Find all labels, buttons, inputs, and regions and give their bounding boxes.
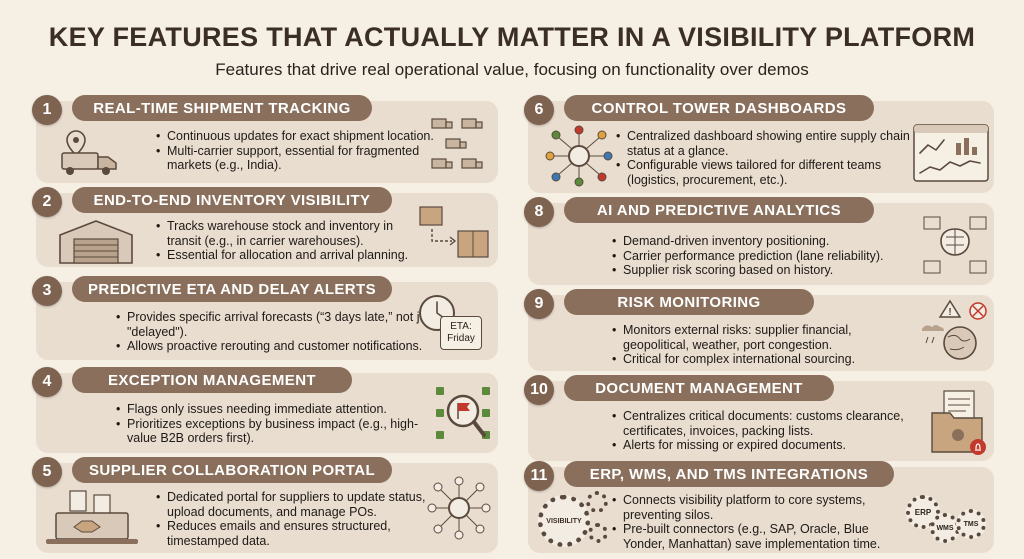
flag-magnifier-icon	[436, 387, 490, 439]
wms-gear: WMS	[930, 513, 960, 543]
feature-number: 6	[524, 95, 554, 125]
feature-number: 2	[32, 187, 62, 217]
tms-label: TMS	[963, 520, 979, 528]
eta-badge: ETA: Friday	[440, 316, 482, 350]
feature-bullets: Monitors external risks: supplier financ…	[612, 323, 912, 367]
feature-bullets: Tracks warehouse stock and inventory in …	[156, 219, 426, 263]
wms-label: WMS	[936, 524, 954, 532]
bullet: Essential for allocation and arrival pla…	[156, 248, 426, 263]
feature-card-10: 10 DOCUMENT MANAGEMENT Centralizes criti…	[524, 375, 994, 461]
feature-card-5: 5 SUPPLIER COLLABORATION PORTAL Dedicate…	[32, 457, 498, 553]
feature-number: 4	[32, 367, 62, 397]
eta-day: Friday	[447, 333, 475, 344]
bullet: Pre-built connectors (e.g., SAP, Oracle,…	[612, 522, 912, 551]
visibility-gear-label: VISIBILITY	[546, 517, 582, 525]
feature-number: 9	[524, 289, 554, 319]
bullet: Allows proactive rerouting and customer …	[116, 339, 446, 354]
bullet: Centralized dashboard showing entire sup…	[616, 129, 916, 158]
feature-card-1: 1 REAL-TIME SHIPMENT TRACKING Continuous…	[32, 95, 498, 183]
feature-bullets: Continuous updates for exact shipment lo…	[156, 129, 436, 173]
feature-bullets: Connects visibility platform to core sys…	[612, 493, 912, 551]
bullet: Flags only issues needing immediate atte…	[116, 402, 436, 417]
feature-title: DOCUMENT MANAGEMENT	[564, 375, 834, 401]
feature-title: EXCEPTION MANAGEMENT	[72, 367, 352, 393]
feature-number: 10	[524, 375, 554, 405]
feature-title: SUPPLIER COLLABORATION PORTAL	[72, 457, 392, 483]
hub-network-icon	[545, 125, 613, 187]
feature-title: REAL-TIME SHIPMENT TRACKING	[72, 95, 372, 121]
delivery-trucks-icon	[431, 118, 483, 169]
feature-card-4: 4 EXCEPTION MANAGEMENT Flags only issues…	[32, 367, 498, 453]
bullet: Alerts for missing or expired documents.	[612, 438, 932, 453]
feature-title: CONTROL TOWER DASHBOARDS	[564, 95, 874, 121]
page-subtitle: Features that drive real operational val…	[215, 60, 809, 79]
feature-bullets: Flags only issues needing immediate atte…	[116, 402, 436, 446]
bullet: Demand-driven inventory positioning.	[612, 234, 932, 249]
tms-gear: TMS	[956, 509, 986, 539]
feature-card-8: 8 AI AND PREDICTIVE ANALYTICS Demand-dri…	[524, 197, 994, 285]
bullet: Centralizes critical documents: customs …	[612, 409, 932, 438]
feature-card-9: 9 RISK MONITORING Monitors external risk…	[524, 289, 994, 371]
erp-label: ERP	[914, 507, 932, 517]
feature-number: 8	[524, 197, 554, 227]
feature-title: END-TO-END INVENTORY VISIBILITY	[72, 187, 392, 213]
small-gear	[586, 491, 608, 513]
eta-label: ETA:	[450, 321, 472, 332]
feature-bullets: Dedicated portal for suppliers to update…	[156, 490, 456, 548]
handshake-laptop-icon	[46, 490, 138, 544]
feature-number: 11	[524, 461, 554, 491]
feature-title: AI AND PREDICTIVE ANALYTICS	[564, 197, 874, 223]
bullet: Continuous updates for exact shipment lo…	[156, 129, 436, 144]
small-gear	[588, 523, 608, 543]
ai-brain-icon	[923, 216, 987, 274]
feature-card-6: 6 CONTROL TOWER DASHBOARDS Centralized d…	[524, 95, 994, 193]
page-title: KEY FEATURES THAT ACTUALLY MATTER IN A V…	[48, 22, 976, 52]
bullet: Prioritizes exceptions by business impac…	[116, 417, 436, 446]
globe-risk-icon: !	[922, 299, 987, 360]
bullet: Reduces emails and ensures structured, t…	[156, 519, 456, 548]
bullet: Configurable views tailored for differen…	[616, 158, 916, 187]
feature-bullets: Centralizes critical documents: customs …	[612, 409, 932, 453]
feature-bullets: Demand-driven inventory positioning. Car…	[612, 234, 932, 278]
feature-title: ERP, WMS, AND TMS INTEGRATIONS	[564, 461, 894, 487]
warehouse-icon	[59, 220, 133, 264]
feature-bullets: Centralized dashboard showing entire sup…	[616, 129, 916, 187]
bullet: Tracks warehouse stock and inventory in …	[156, 219, 426, 248]
bullet: Dedicated portal for suppliers to update…	[156, 490, 456, 519]
bullet: Supplier risk scoring based on history.	[612, 263, 932, 278]
bullet: Monitors external risks: supplier financ…	[612, 323, 912, 352]
dashboard-icon	[913, 124, 989, 182]
feature-card-11: 11 ERP, WMS, AND TMS INTEGRATIONS VISIBI…	[524, 461, 994, 553]
feature-number: 3	[32, 276, 62, 306]
truck-location-icon	[61, 130, 117, 175]
bullet: Connects visibility platform to core sys…	[612, 493, 912, 522]
visibility-gear: VISIBILITY	[538, 495, 590, 547]
feature-bullets: Provides specific arrival forecasts (“3 …	[116, 310, 446, 354]
feature-card-3: 3 PREDICTIVE ETA AND DELAY ALERTS Provid…	[32, 276, 498, 360]
feature-title: RISK MONITORING	[564, 289, 814, 315]
feature-number: 5	[32, 457, 62, 487]
bullet: Multi-carrier support, essential for fra…	[156, 144, 436, 173]
svg-text:!: !	[948, 307, 951, 318]
bullet: Carrier performance prediction (lane rel…	[612, 249, 932, 264]
feature-title: PREDICTIVE ETA AND DELAY ALERTS	[72, 276, 392, 302]
bullet: Provides specific arrival forecasts (“3 …	[116, 310, 446, 339]
feature-number: 1	[32, 95, 62, 125]
portal-network-icon	[427, 476, 491, 540]
bullet: Critical for complex international sourc…	[612, 352, 912, 367]
document-folder-icon	[931, 390, 986, 455]
package-transfer-icon	[419, 206, 489, 258]
feature-card-2: 2 END-TO-END INVENTORY VISIBILITY Tracks…	[32, 187, 498, 267]
